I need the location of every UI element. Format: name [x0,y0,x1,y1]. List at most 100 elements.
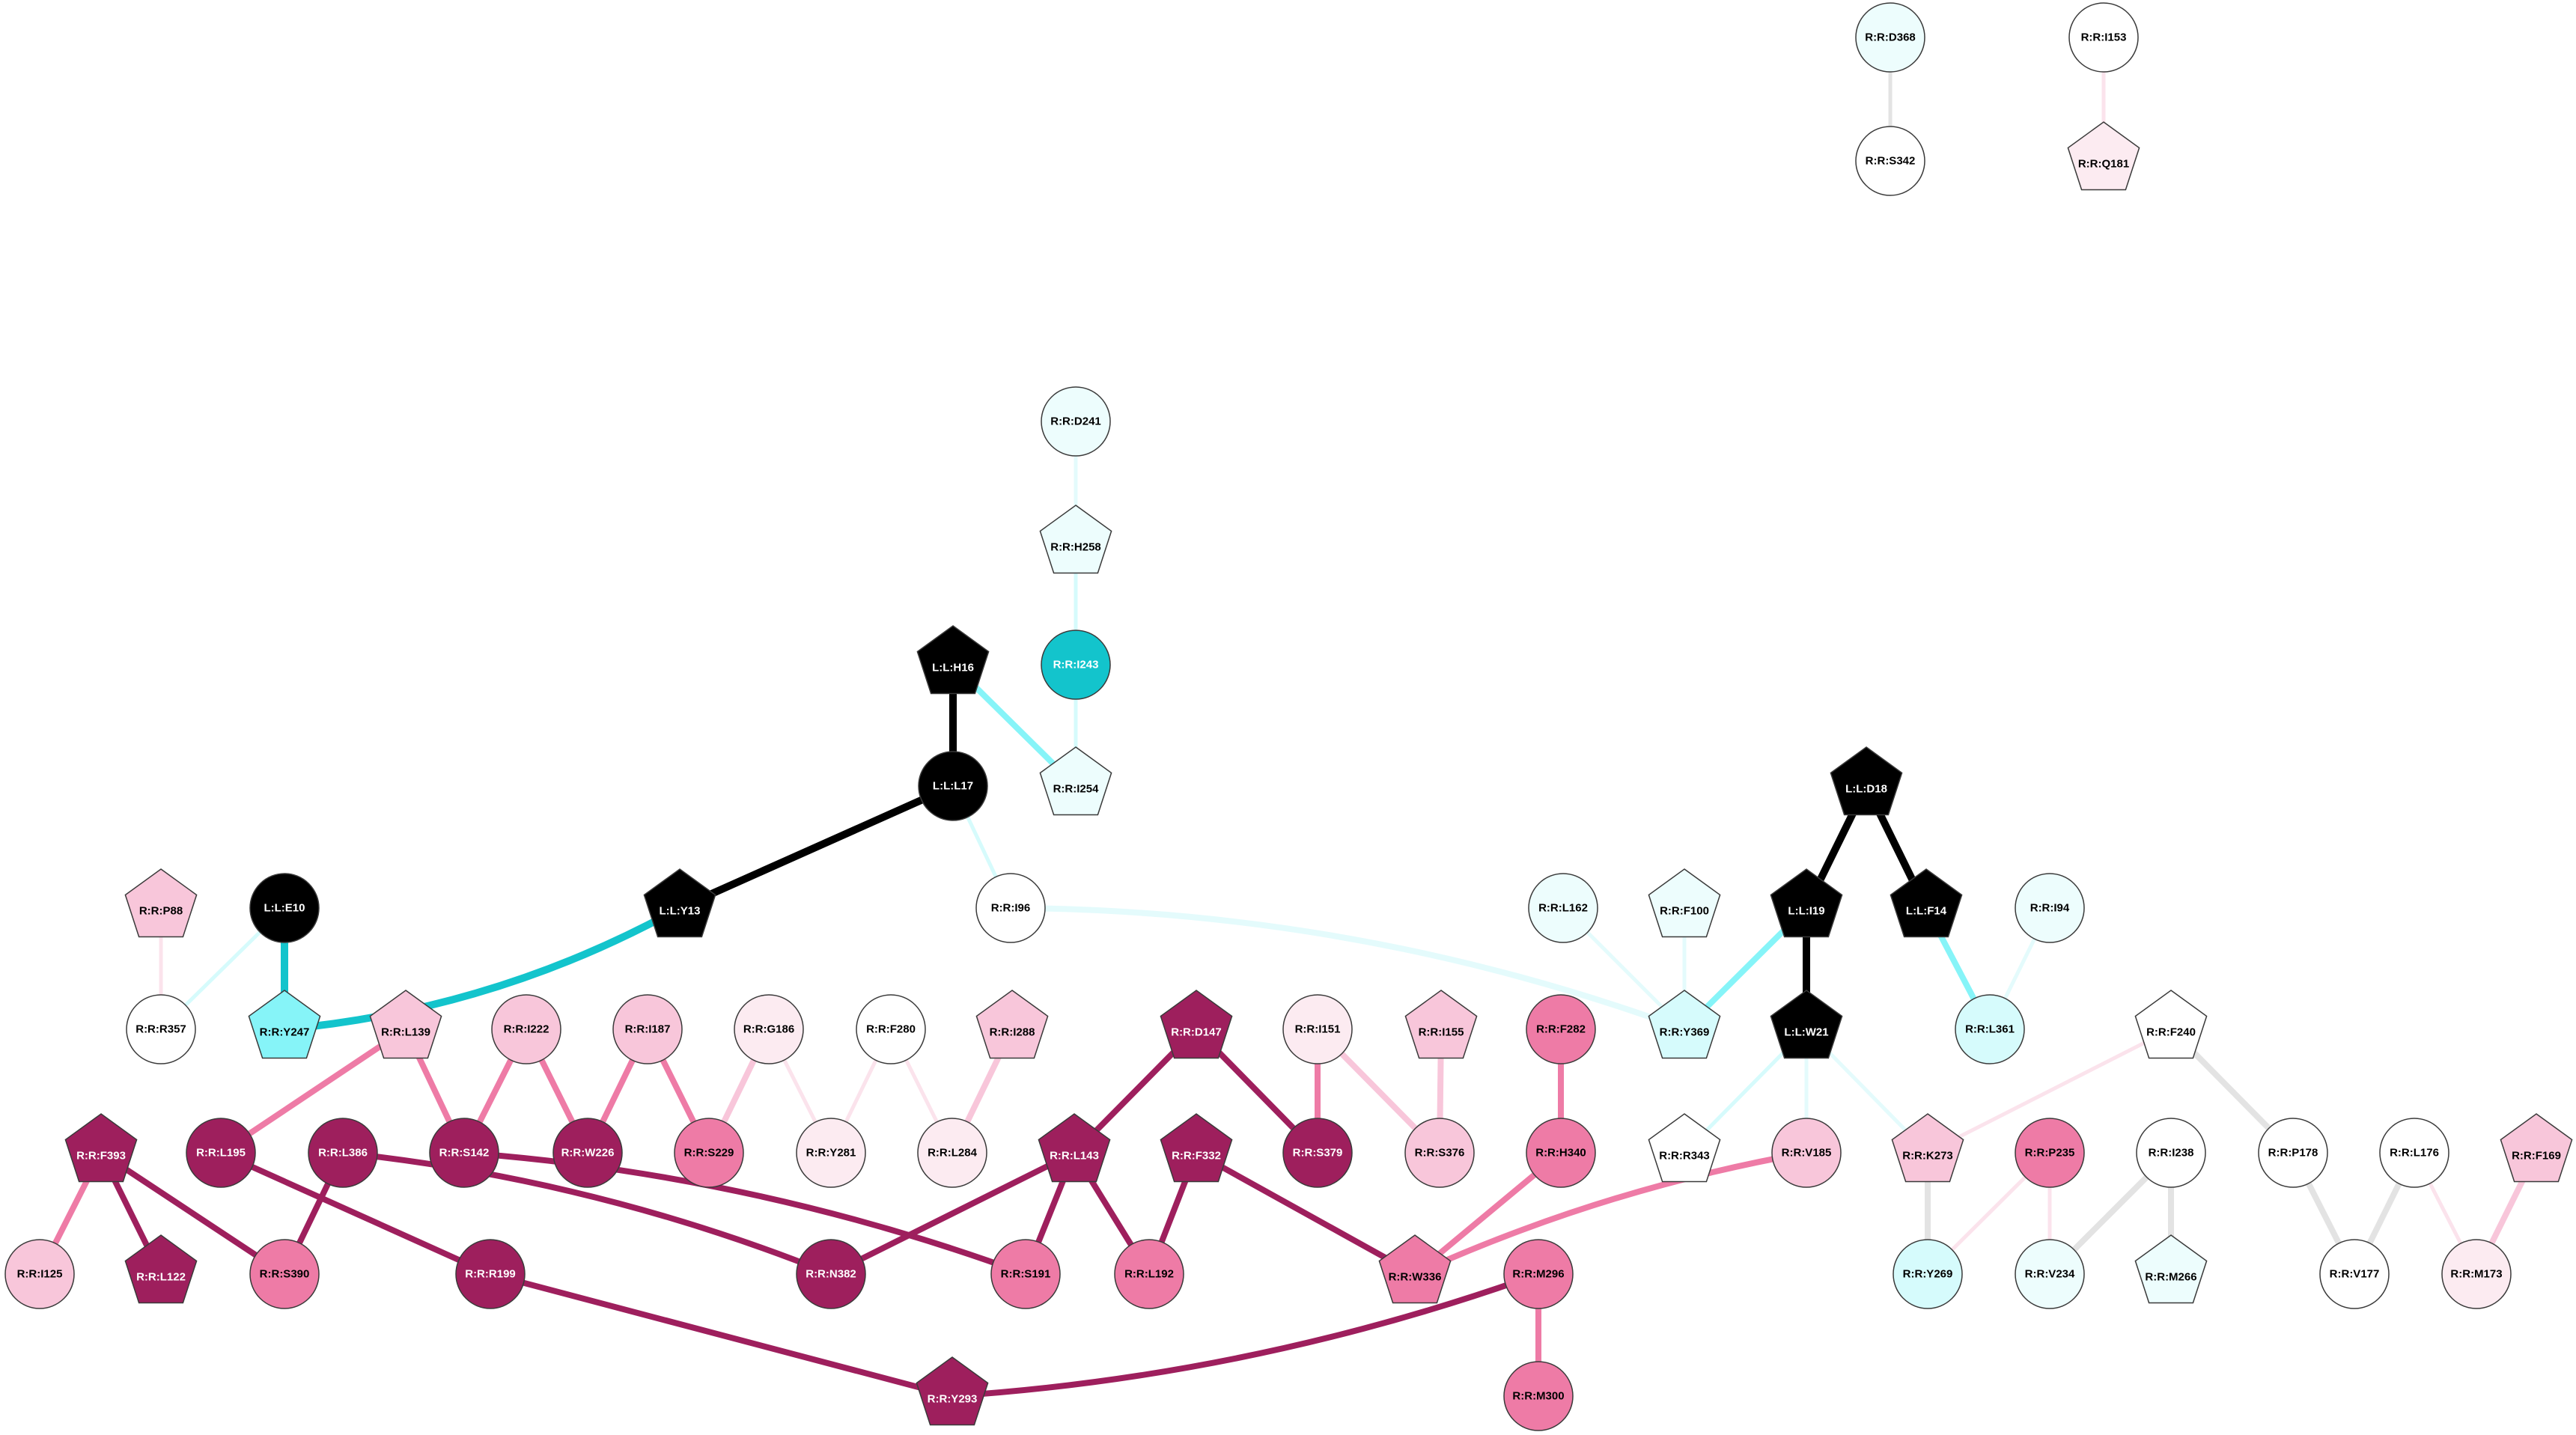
node-r-r-m173: R:R:M173 [2441,1239,2512,1309]
node-pentagon-shape [916,1356,989,1426]
node-r-r-i187: R:R:I187 [612,994,683,1064]
node-circle-shape [186,1118,256,1188]
node-circle-shape [734,994,804,1064]
node-label: R:R:I288 [990,1026,1035,1039]
node-label: R:R:H340 [1535,1147,1586,1160]
node-pentagon-shape [1830,746,1903,816]
node-label: R:R:Q181 [2078,158,2129,171]
node-r-r-i155: R:R:I155 [1404,990,1478,1059]
node-circle-shape [2068,2,2139,73]
node-l-l-h16: L:L:H16 [916,625,990,695]
node-pentagon-shape [1160,990,1233,1059]
node-circle-shape [1041,386,1111,457]
edge-r-r-l139-to-r-r-l195 [218,1026,409,1156]
node-pentagon-shape [1378,1234,1452,1304]
node-label: R:R:W336 [1389,1271,1442,1284]
node-label: R:R:I254 [1053,783,1100,796]
node-r-r-l122: R:R:L122 [124,1234,198,1304]
node-circle-shape [1528,873,1598,943]
node-r-r-i94: R:R:I94 [2015,873,2085,943]
node-circle-shape [2258,1118,2328,1188]
edge-r-r-m296-to-r-r-y293 [949,1271,1541,1399]
node-pentagon-shape [1648,868,1721,938]
node-r-r-y293: R:R:Y293 [916,1356,989,1426]
node-label: R:R:Y293 [928,1393,978,1406]
node-label: R:R:L162 [1538,902,1588,915]
node-r-r-i153: R:R:I153 [2068,2,2139,73]
node-label: R:R:I153 [2081,31,2127,44]
edge-r-r-l195-to-r-r-r199 [218,1150,493,1277]
node-pentagon-shape [1160,1113,1233,1183]
node-r-r-i222: R:R:I222 [491,994,561,1064]
node-r-r-v234: R:R:V234 [2015,1239,2085,1309]
node-pentagon-shape [1890,868,1963,938]
node-r-r-s229: R:R:S229 [674,1118,744,1188]
node-r-r-l195: R:R:L195 [186,1118,256,1188]
node-label: R:R:I96 [991,902,1031,915]
node-r-r-f282: R:R:F282 [1526,994,1596,1064]
node-label: R:R:Y247 [260,1026,310,1039]
node-circle-shape [1503,1361,1574,1431]
node-circle-shape [1041,630,1111,700]
node-label: R:R:F280 [866,1023,916,1036]
node-r-r-f169: R:R:F169 [2500,1113,2573,1183]
node-circle-shape [918,751,988,821]
node-label: L:L:W21 [1784,1026,1828,1039]
node-pentagon-shape [2500,1113,2573,1183]
node-r-r-l139: R:R:L139 [369,990,442,1059]
node-label: R:R:F393 [76,1150,126,1163]
node-r-r-r199: R:R:R199 [455,1239,526,1309]
node-r-r-l361: R:R:L361 [1955,994,2025,1064]
node-r-r-i254: R:R:I254 [1039,746,1112,816]
node-circle-shape [1114,1239,1184,1309]
edge-r-r-r199-to-r-r-y293 [487,1271,955,1399]
node-r-r-f240: R:R:F240 [2134,990,2208,1059]
node-r-r-d147: R:R:D147 [1160,990,1233,1059]
node-r-r-i238: R:R:I238 [2136,1118,2206,1188]
node-label: R:R:D147 [1171,1026,1222,1039]
node-circle-shape [429,1118,499,1188]
node-r-r-k273: R:R:K273 [1891,1113,1964,1183]
node-circle-shape [249,873,320,943]
node-label: R:R:D241 [1050,415,1101,428]
node-r-r-m266: R:R:M266 [2134,1234,2208,1304]
node-circle-shape [1855,126,1925,196]
node-pentagon-shape [1648,990,1721,1059]
node-r-r-s376: R:R:S376 [1404,1118,1475,1188]
node-r-r-y269: R:R:Y269 [1893,1239,1963,1309]
node-r-r-l162: R:R:L162 [1528,873,1598,943]
node-r-r-s191: R:R:S191 [990,1239,1061,1309]
node-r-r-s390: R:R:S390 [249,1239,320,1309]
node-pentagon-shape [248,990,321,1059]
node-circle-shape [917,1118,987,1188]
node-pentagon-shape [1038,1113,1111,1183]
node-label: R:R:I243 [1053,659,1099,671]
edge-l-l-l17-to-l-l-y13 [676,782,957,912]
node-label: R:R:S191 [1001,1268,1051,1281]
node-r-r-s342: R:R:S342 [1855,126,1925,196]
node-label: R:R:I125 [17,1268,63,1281]
node-r-r-p88: R:R:P88 [124,868,198,938]
node-label: R:R:I222 [504,1023,549,1036]
node-pentagon-shape [64,1113,138,1183]
node-r-r-i151: R:R:I151 [1282,994,1353,1064]
node-r-r-i96: R:R:I96 [975,873,1046,943]
node-circle-shape [2015,873,2085,943]
node-pentagon-shape [369,990,442,1059]
node-label: R:R:Y369 [1660,1026,1710,1039]
node-label: R:R:H258 [1050,541,1101,554]
node-label: R:R:L143 [1050,1150,1099,1163]
node-label: R:R:L361 [1965,1023,2015,1036]
node-r-r-f100: R:R:F100 [1648,868,1721,938]
node-label: R:R:R343 [1659,1150,1710,1163]
node-pentagon-shape [1770,990,1843,1059]
node-label: R:R:R199 [465,1268,516,1281]
node-circle-shape [2015,1118,2085,1188]
node-circle-shape [796,1239,866,1309]
node-label: L:L:D18 [1845,783,1887,796]
node-label: L:L:Y13 [659,905,700,918]
node-r-r-d368: R:R:D368 [1855,2,1925,73]
node-circle-shape [612,994,683,1064]
node-r-r-w226: R:R:W226 [552,1118,623,1188]
